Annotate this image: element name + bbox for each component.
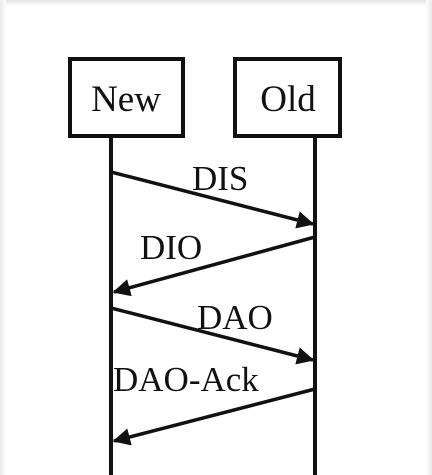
message-dis-arrow: [110, 170, 315, 229]
participant-new-label: New: [91, 79, 161, 120]
message-dio: DIO: [112, 228, 316, 297]
message-dis: DIS: [110, 159, 315, 229]
message-dis-label: DIS: [192, 159, 248, 198]
lifeline-new: New: [68, 57, 185, 475]
message-dao-ack: DAO-Ack: [112, 360, 316, 446]
frame-right-shadow: [426, 0, 432, 475]
message-dio-label: DIO: [140, 228, 202, 267]
participant-old-box: [233, 57, 342, 138]
participant-new-box: [68, 57, 185, 138]
participant-old-label: Old: [260, 79, 316, 120]
message-dao-ack-label: DAO-Ack: [113, 360, 259, 399]
message-dao-ack-arrow: [112, 387, 316, 446]
lifeline-old: Old: [233, 57, 342, 475]
message-dio-arrow: [112, 235, 316, 297]
message-dao-label: DAO: [197, 298, 273, 337]
frame-left-shadow: [0, 0, 6, 475]
message-dao-arrow: [110, 306, 315, 365]
message-dao: DAO: [110, 298, 315, 365]
frame-top-shadow: [0, 0, 432, 6]
